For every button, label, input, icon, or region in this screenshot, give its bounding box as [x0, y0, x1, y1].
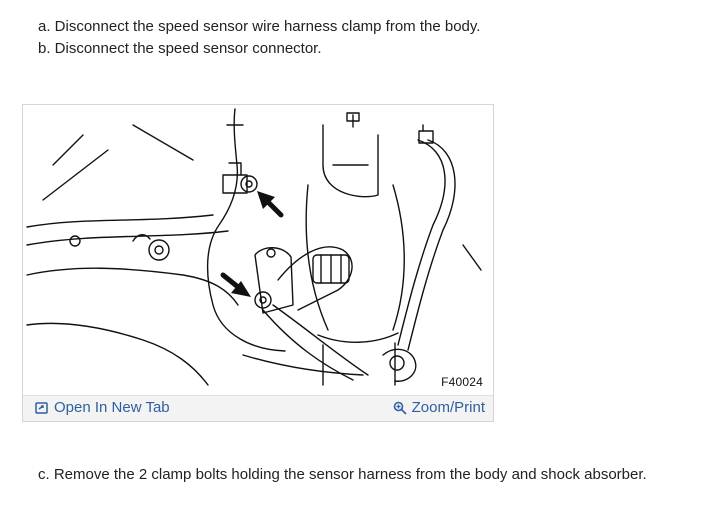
zoom-print-label: Zoom/Print: [411, 399, 485, 416]
zoom-print-link[interactable]: Zoom/Print: [393, 399, 485, 416]
figure-code-label: F40024: [441, 375, 483, 389]
speed-sensor-diagram: [26, 108, 482, 386]
magnifier-icon: [393, 401, 407, 415]
instruction-step-a: a. Disconnect the speed sensor wire harn…: [38, 18, 481, 35]
open-new-tab-icon: [35, 401, 48, 414]
open-in-new-tab-label: Open In New Tab: [54, 399, 170, 416]
instruction-step-b: b. Disconnect the speed sensor connector…: [38, 40, 322, 57]
figure-toolbar: Open In New Tab Zoom/Print: [23, 395, 493, 421]
figure-container: F40024 Open In New Tab Zoom/Print: [22, 104, 494, 422]
instruction-step-c: c. Remove the 2 clamp bolts holding the …: [38, 466, 647, 483]
open-in-new-tab-link[interactable]: Open In New Tab: [35, 399, 170, 416]
